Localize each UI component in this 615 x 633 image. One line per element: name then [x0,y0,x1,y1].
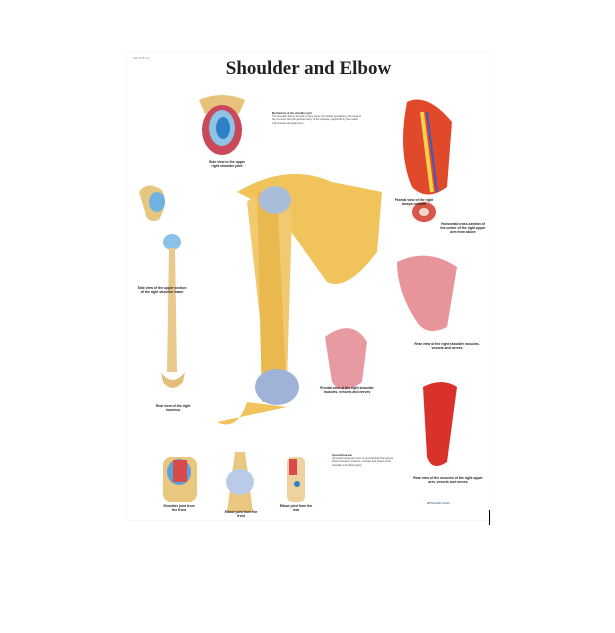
mechanism-heading: Mechanism of the shoulder joint [272,112,312,115]
caption-rear-shoulder: Rear view of the right shoulder muscles,… [414,342,480,350]
caption-shoulder-joint-side: Side view to the upper right shoulder jo… [209,160,245,168]
elbow-joint-front-illustration [226,452,254,512]
caption-humerus: Rear view of the right humerus [155,404,191,412]
mechanism-body: The shoulder joint is formed in three pa… [272,115,361,125]
rear-shoulder-illustration [397,255,457,331]
anatomy-poster: VR 1176 UU Shoulder and Elbow Side view … [127,52,490,520]
elbow-joint-rear-illustration [287,457,305,502]
shoulder-blade-illustration [139,185,165,221]
caption-elbow-joint-front: Elbow joint from the front [224,510,258,518]
bursae-heading: Synovial bursae [332,454,352,457]
caption-shoulder-joint-front: Shoulder joint from the front [163,504,195,512]
upper-arm-rear-illustration [423,382,457,466]
frontal-shoulder-illustration [325,328,367,390]
caption-upper-arm-rear: Rear view of the muscles of the right up… [413,476,483,484]
poster-illustrations [139,95,457,512]
main-arm-illustration [217,174,382,425]
bursae-text-block: Synovial bursae Synovial bursae are sacs… [332,454,397,467]
caption-biceps: Frontal view of the right biceps uniform [394,198,434,206]
caption-shoulder-blade: Side view of the upper section of the ri… [137,286,187,294]
humerus-illustration [161,234,185,388]
biceps-illustration [403,99,452,195]
caption-elbow-joint-rear: Elbow joint from the rear [279,504,313,512]
caption-cross-section: Horizontal cross-section of the center o… [440,222,486,234]
poster-code: VR 1176 UU [133,56,150,60]
publisher-logo: 3B Scientific GmbH [427,502,450,505]
poster-title: Shoulder and Elbow [225,58,392,79]
bursae-body: Synovial bursae are sacs of synovial flu… [332,457,394,467]
shoulder-joint-side-illustration [199,95,245,155]
caption-frontal-shoulder: Frontal view of the right shoulder muscl… [320,386,374,394]
text-cursor [489,510,490,525]
mechanism-text-block: Mechanism of the shoulder joint The shou… [272,112,362,125]
shoulder-joint-front-illustration [163,457,197,502]
